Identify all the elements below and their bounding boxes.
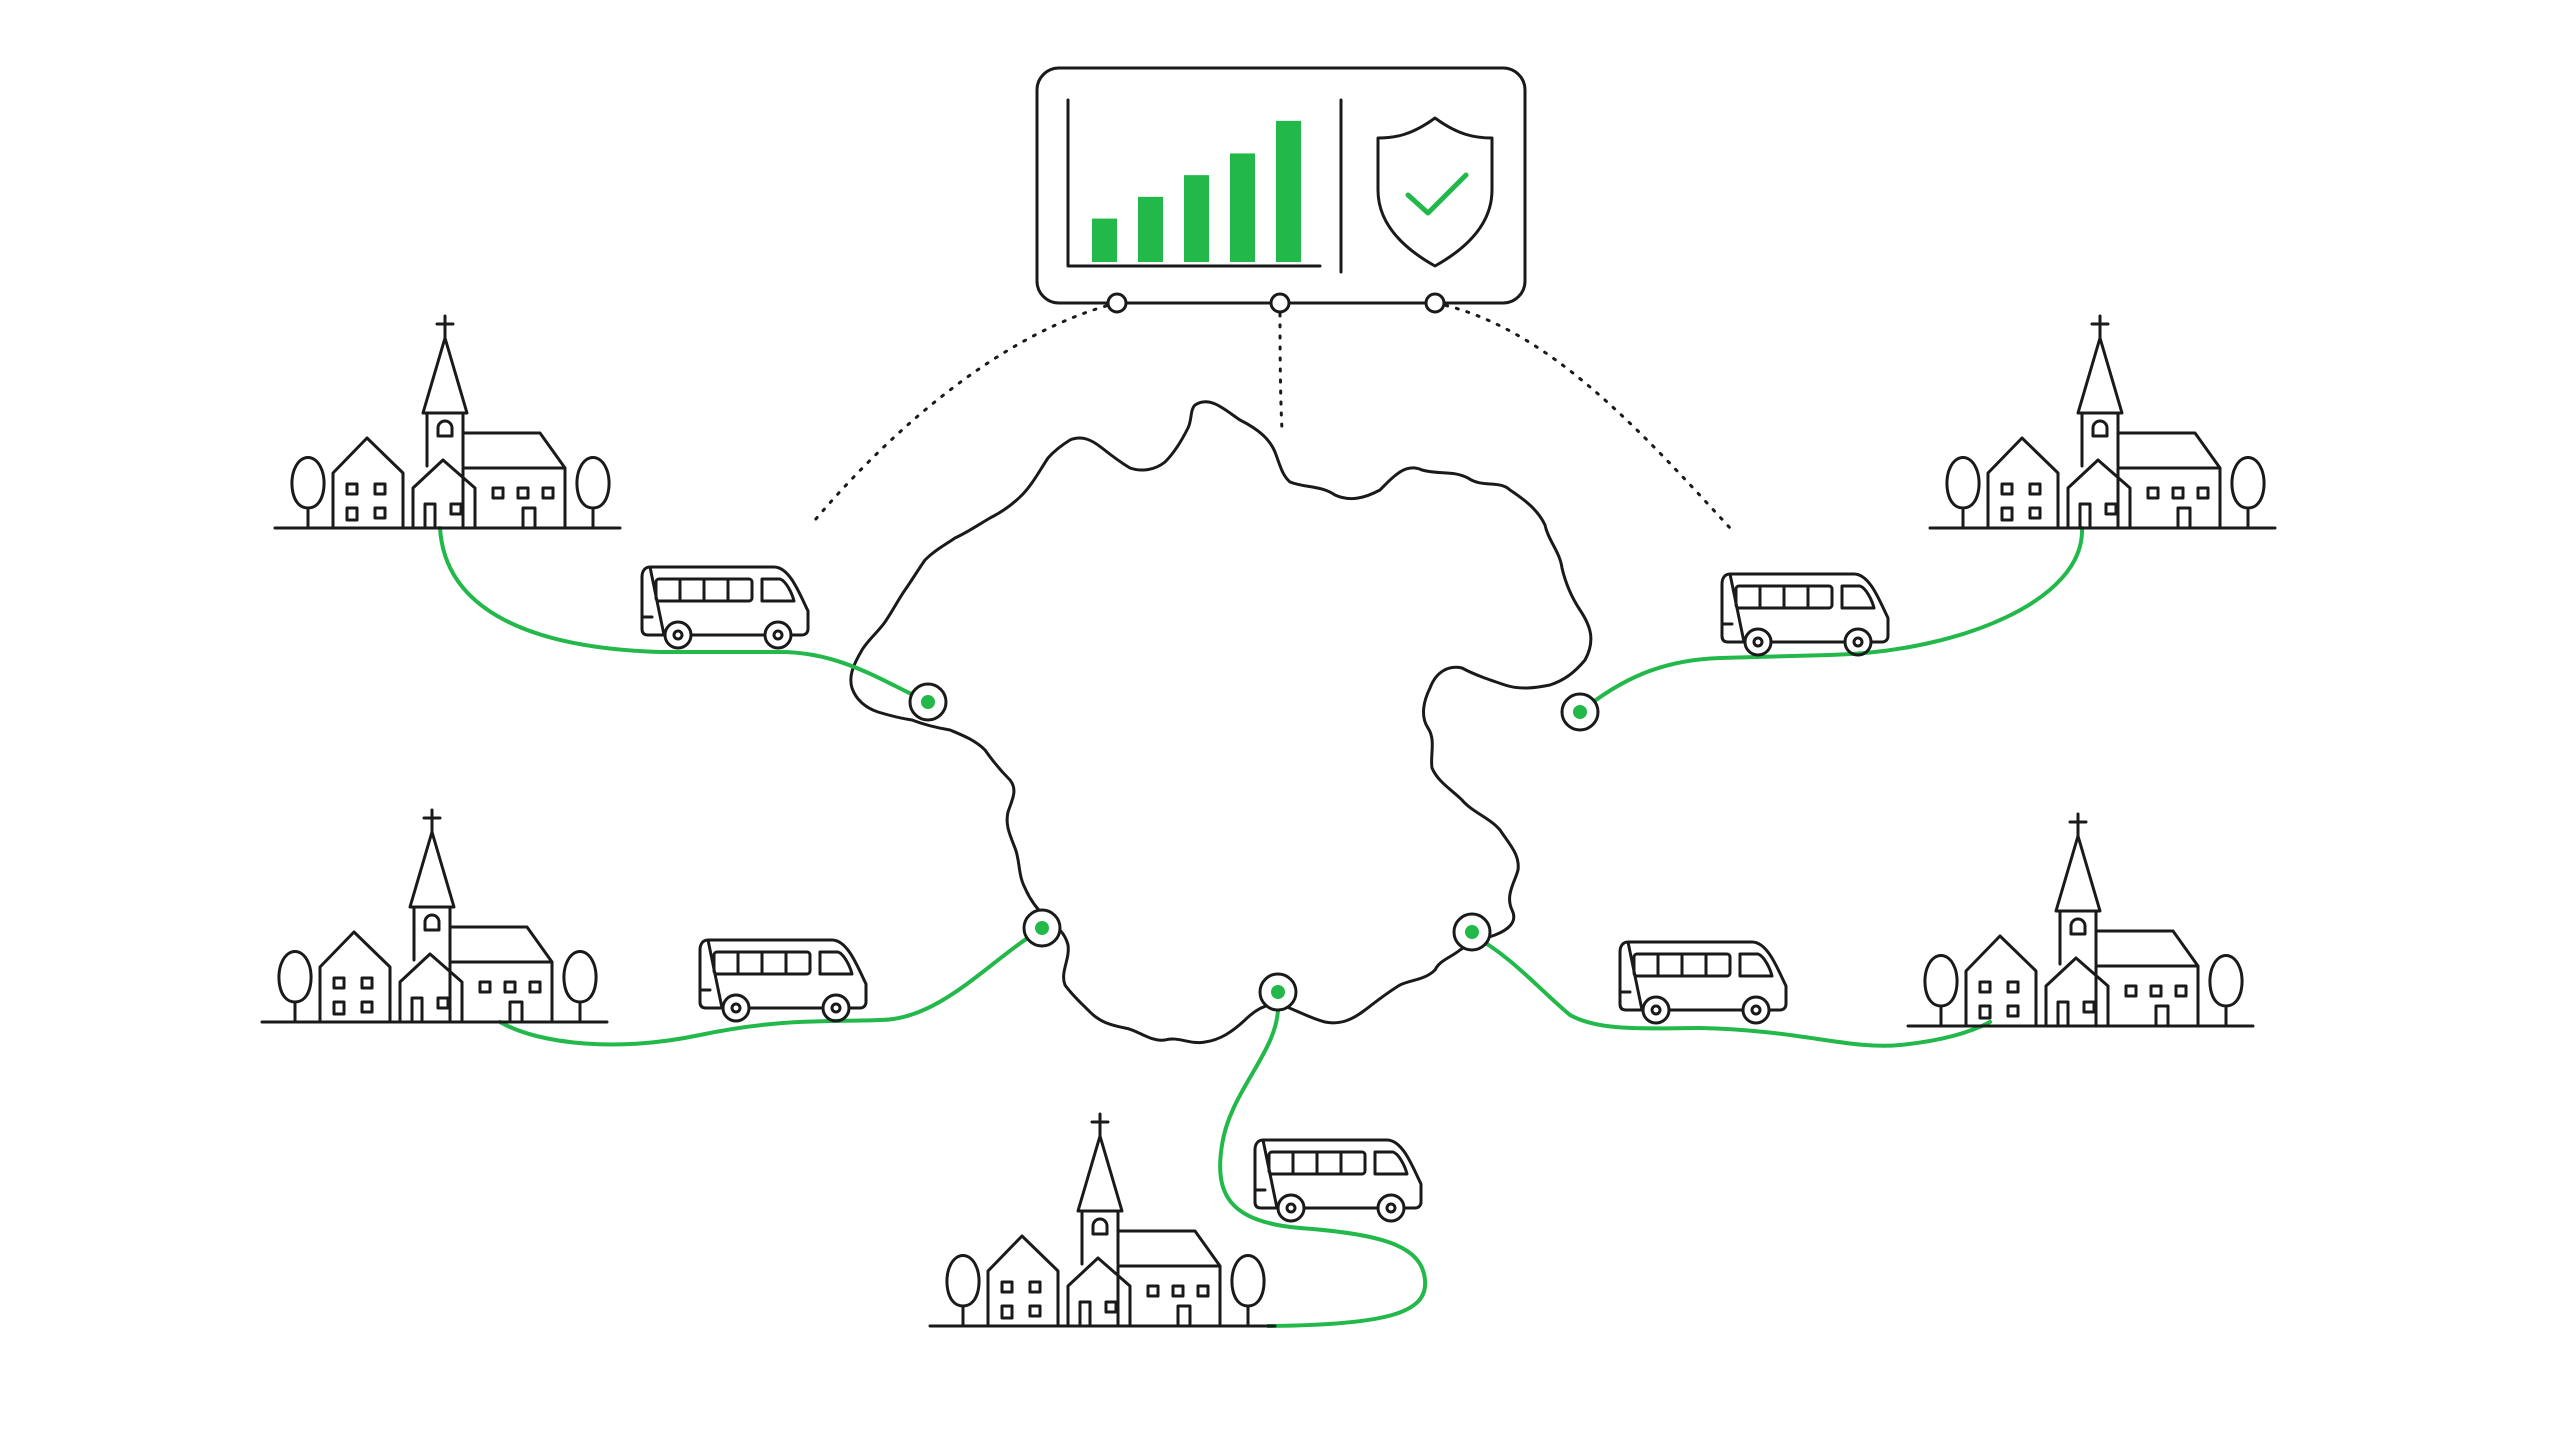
hub-south[interactable] <box>1258 972 1298 1012</box>
village-west <box>260 808 609 1024</box>
village-southeast <box>1906 812 2255 1028</box>
hub-west-lower[interactable] <box>1022 908 1062 948</box>
bus-southeast <box>1618 940 1788 1025</box>
village-northwest <box>273 314 622 530</box>
route-northwest <box>438 526 930 704</box>
route-southeast <box>1470 933 1992 1048</box>
dashboard-panel <box>1035 66 1527 314</box>
shield-check-icon <box>1376 116 1494 268</box>
bar-2 <box>1138 196 1163 262</box>
dashboard-connector-right <box>1424 292 1446 314</box>
routes <box>438 526 2085 1328</box>
region-outline <box>849 400 1593 1045</box>
route-northeast <box>1578 526 2085 714</box>
village-northeast <box>1928 314 2277 530</box>
bar-4 <box>1230 153 1255 262</box>
hub-east-upper[interactable] <box>1560 692 1600 732</box>
bar-3 <box>1184 175 1209 262</box>
bus-northwest <box>640 565 810 650</box>
hub-west-upper[interactable] <box>908 682 948 722</box>
bus-west <box>698 938 868 1023</box>
bar-1 <box>1092 218 1117 262</box>
hub-east-lower[interactable] <box>1452 912 1492 952</box>
bar-chart <box>1092 120 1301 262</box>
bus-south <box>1253 1138 1423 1223</box>
data-links <box>813 301 1732 530</box>
dashboard-connector-left <box>1106 292 1128 314</box>
route-south <box>1218 1002 1428 1328</box>
route-west <box>498 928 1042 1047</box>
bus-northeast <box>1720 572 1890 657</box>
bar-5 <box>1276 120 1301 262</box>
dashboard-connector-center <box>1269 292 1291 314</box>
